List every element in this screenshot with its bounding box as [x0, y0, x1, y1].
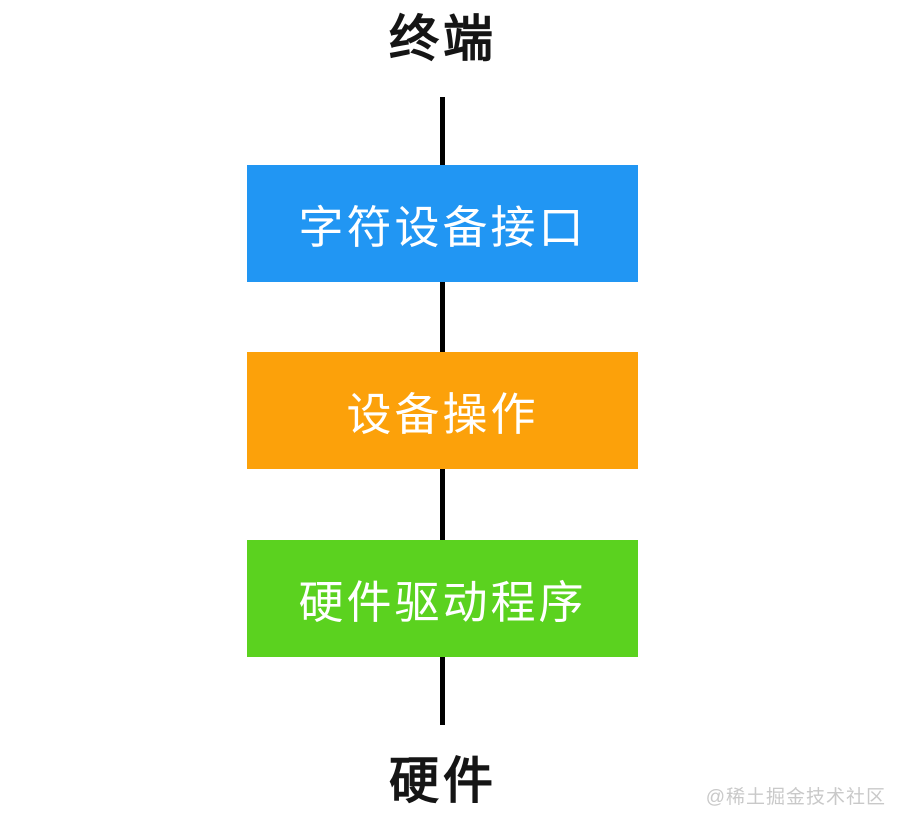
watermark-text: @稀土掘金技术社区: [705, 787, 886, 808]
hardware-label: 硬件: [389, 753, 497, 809]
terminal-label: 终端: [389, 11, 497, 67]
node-device-operations: 设备操作: [247, 352, 638, 469]
node-hardware-driver: 硬件驱动程序: [247, 540, 638, 657]
node-char-device-interface: 字符设备接口: [247, 165, 638, 282]
